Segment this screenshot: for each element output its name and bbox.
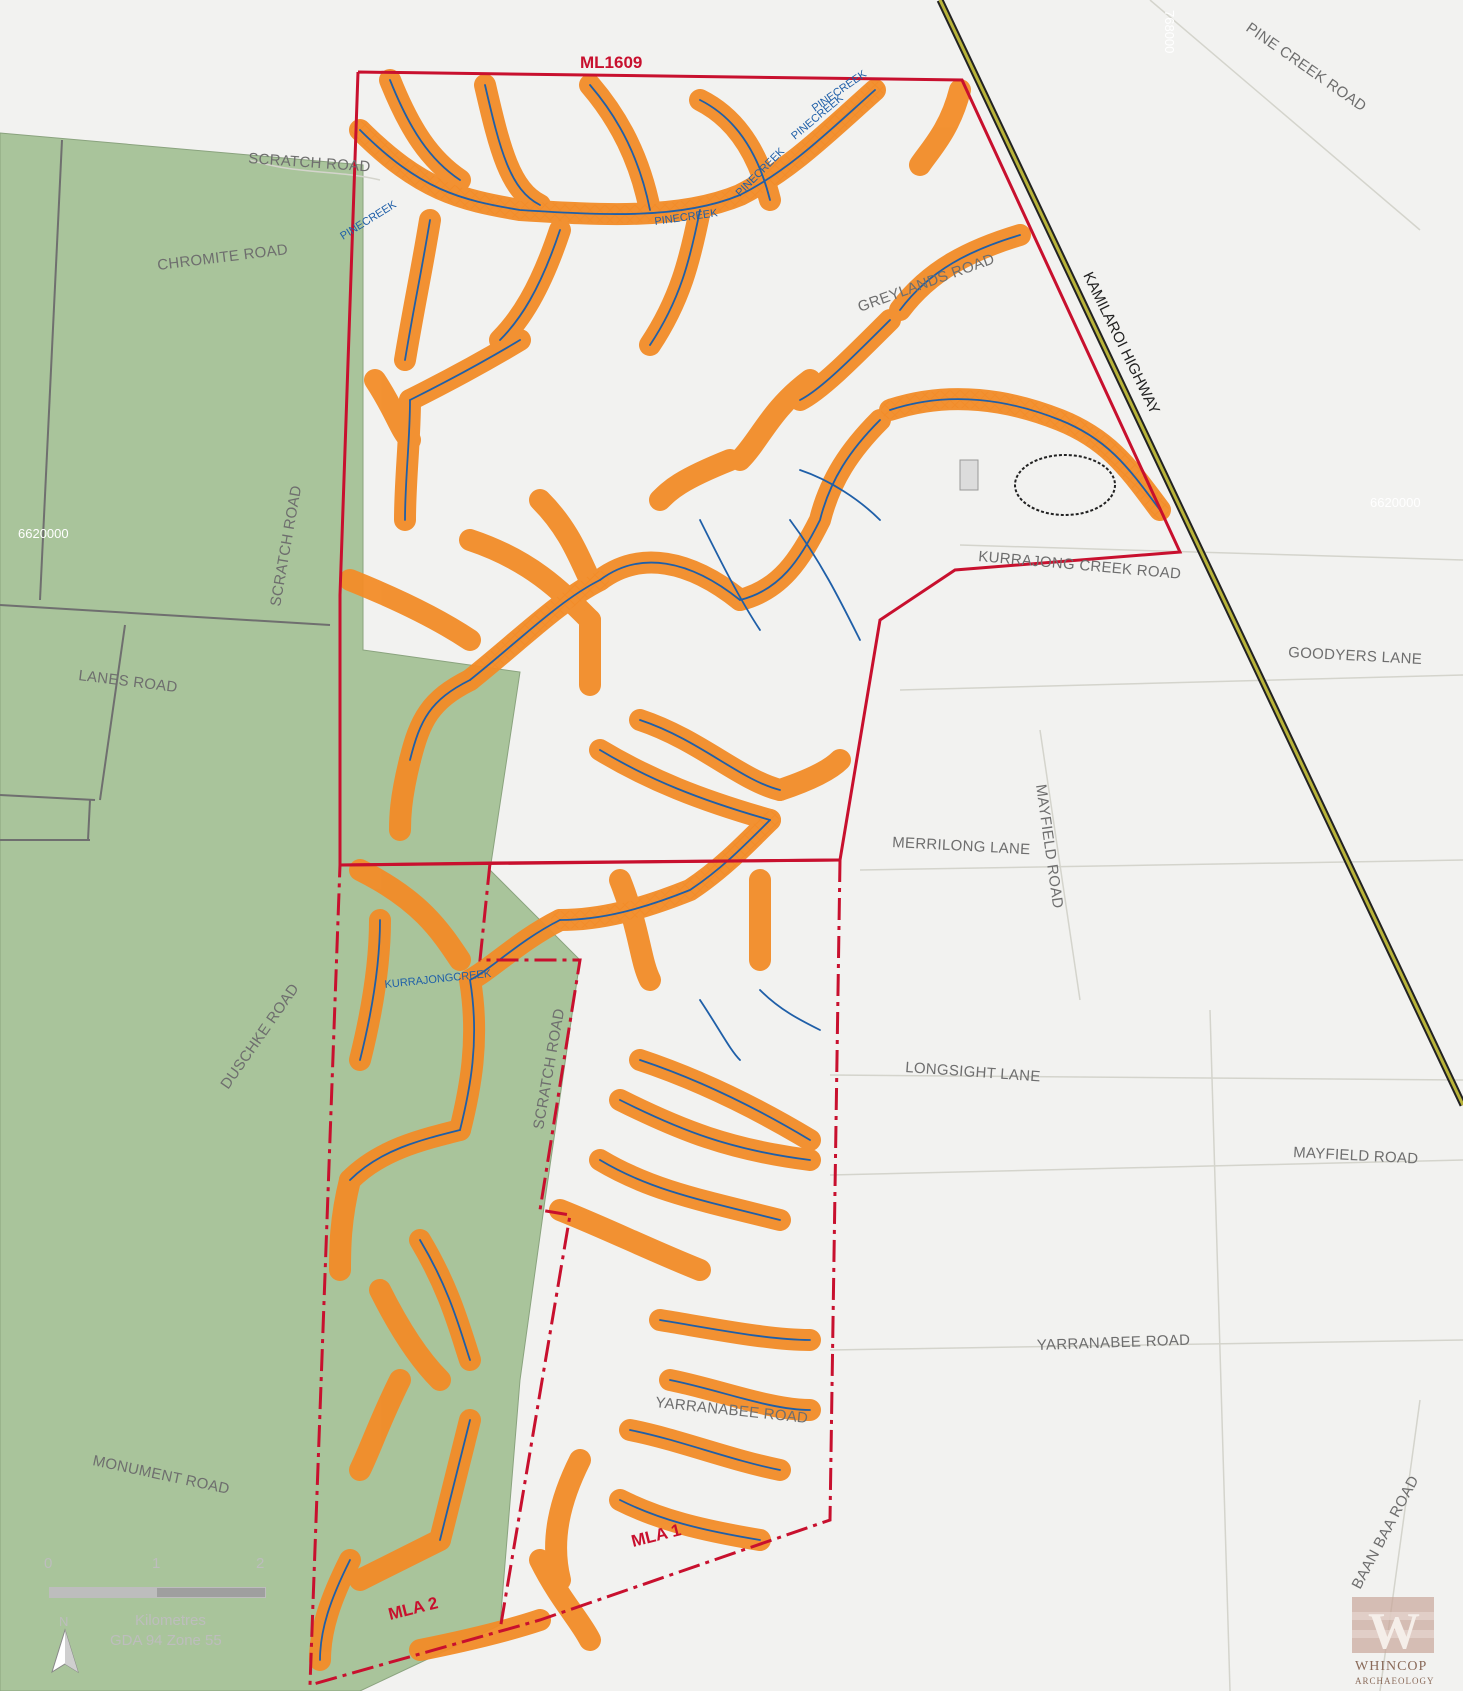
logo-letter: W <box>1368 1603 1420 1660</box>
road-label-yarranabee-road-east: YARRANABEE ROAD <box>1037 1332 1191 1354</box>
north-label: N <box>59 1614 68 1629</box>
scale-tick-0: 0 <box>44 1555 52 1572</box>
boundary-ml1609 <box>338 70 1183 867</box>
scale-units: Kilometres <box>135 1612 206 1629</box>
minor-roads <box>249 0 1463 1691</box>
creek-lines <box>319 79 1161 1661</box>
road-label-mayfield-road: MAYFIELD ROAD <box>1293 1144 1419 1168</box>
scale-bar <box>49 1587 266 1598</box>
grid-label-northing-east: 6620000 <box>1370 495 1421 510</box>
cadastre-lines <box>0 139 331 841</box>
logo-line1: WHINCOP <box>1355 1659 1427 1674</box>
scale-tick-1: 1 <box>152 1555 160 1572</box>
scale-tick-2: 2 <box>256 1555 264 1572</box>
logo-line2: ARCHAEOLOGY <box>1355 1676 1435 1686</box>
grid-label-northing-west: 6620000 <box>18 526 69 541</box>
kamilaroi-highway-line <box>936 0 1463 1107</box>
mine-site <box>959 454 1116 516</box>
north-arrow-icon <box>51 1628 79 1674</box>
ml1609-label: ML1609 <box>580 53 642 72</box>
boundary-mla <box>308 859 842 1688</box>
road-label-goodyers-lane: GOODYERS LANE <box>1288 644 1423 668</box>
whincop-logo <box>1352 1597 1434 1653</box>
grid-label-easting-top: 768000 <box>1162 10 1177 53</box>
state-forest <box>0 132 581 1691</box>
scale-projection: GDA 94 Zone 55 <box>110 1632 222 1649</box>
